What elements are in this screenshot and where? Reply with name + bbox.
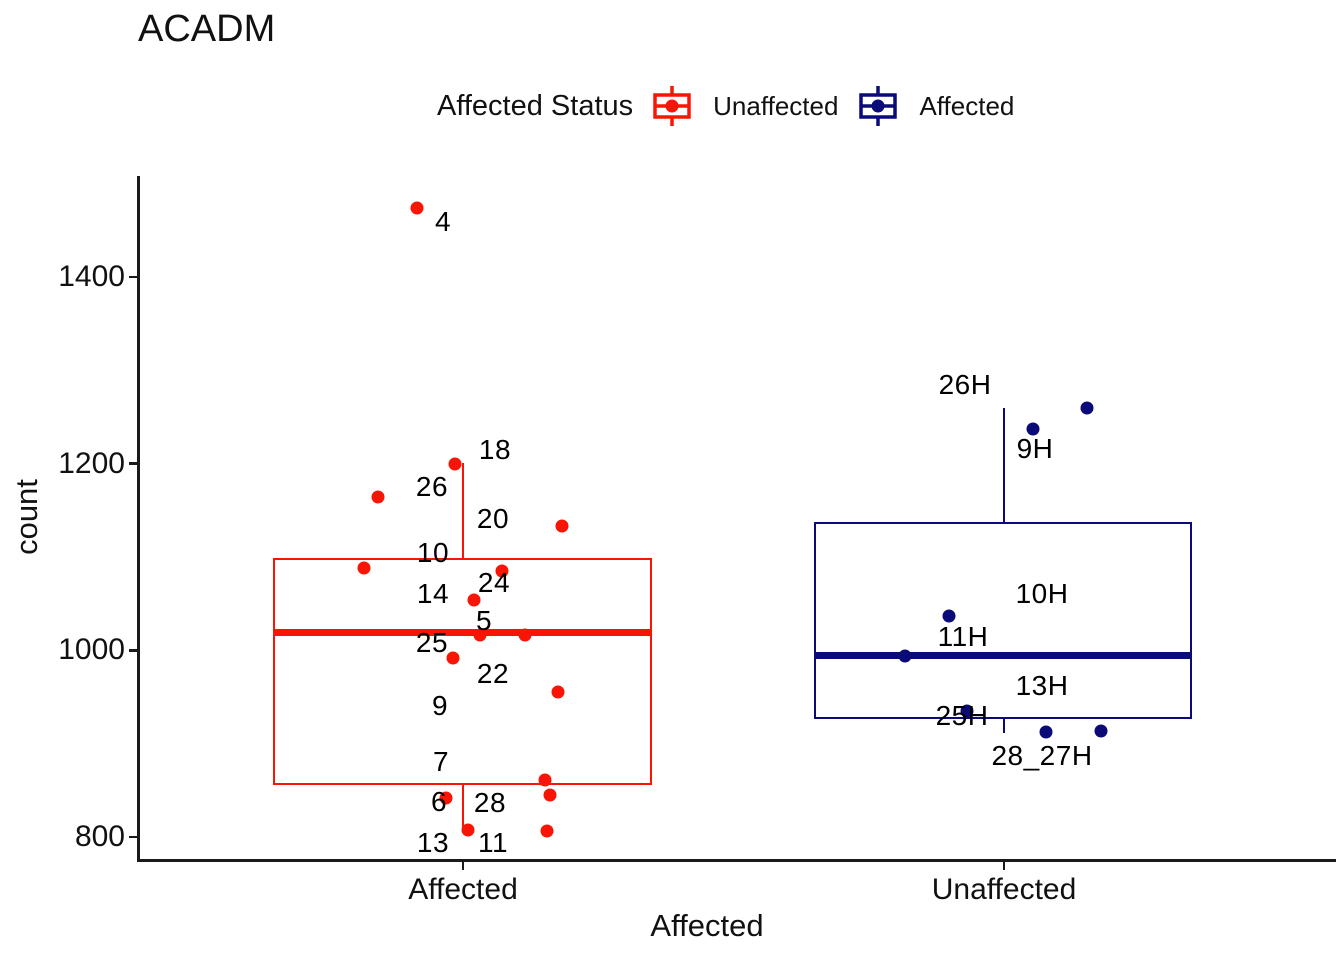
upper-whisker [461,462,465,558]
median-line [273,629,652,637]
y-tick-label: 1200 [58,446,125,480]
data-point [942,609,956,623]
y-axis-line [137,176,140,860]
point-label: 7 [432,746,450,777]
box [273,557,652,785]
lower-whisker [1002,719,1006,734]
y-tick-label: 1400 [58,259,125,293]
point-label: 25 [415,627,449,658]
data-point [1039,725,1053,739]
y-tick [129,649,137,652]
data-point [1094,724,1108,738]
legend-item-label: Unaffected [713,90,839,121]
point-label: 4 [434,206,452,237]
data-point [473,628,487,642]
legend-item: Affected [858,83,1014,129]
point-label: 10H [1015,578,1069,609]
data-point [540,824,554,838]
boxplot-key-icon [653,86,691,126]
y-tick [129,275,137,279]
data-point [551,685,565,699]
data-point [448,457,462,471]
box [814,522,1192,720]
legend-items: Unaffected Affected [652,83,1014,129]
x-tick [461,861,465,870]
point-label: 14 [416,578,450,609]
point-label: 11 [477,827,509,858]
legend: Affected Status Unaffected Affected [437,83,1014,129]
data-point [543,788,557,802]
point-label: 26H [938,369,992,400]
x-category-label: Unaffected [931,873,1077,906]
boxplot-key-icon [859,86,898,126]
data-point [371,490,385,504]
data-point [495,564,509,578]
y-tick [129,462,137,465]
point-label: 20 [476,503,510,534]
data-point [410,201,424,215]
point-label: 28 [473,787,507,818]
x-axis-title: Affected [650,908,764,943]
page-title: ACADM [138,8,276,50]
x-category-label: Affected [408,873,518,906]
median-line [814,652,1192,660]
data-point [538,773,552,787]
point-label: 13H [1015,670,1069,701]
point-label: 5 [475,605,493,636]
data-point [898,649,912,663]
data-point [960,704,974,718]
upper-whisker [1002,407,1006,523]
y-tick-label: 1000 [58,633,125,667]
lower-whisker [461,784,465,828]
point-label: 18 [478,434,512,465]
point-label: 13 [416,827,450,858]
data-point [467,593,481,607]
point-label: 28_27H [991,740,1093,771]
data-point [518,628,532,642]
legend-item-label: Affected [919,90,1015,121]
point-label: 6 [430,786,448,817]
point-label: 24 [477,567,511,598]
point-label: 9 [431,690,449,721]
legend-title: Affected Status [437,89,634,122]
point-label: 26 [415,471,449,502]
point-label: 25H [935,700,989,731]
data-point [357,561,371,575]
legend-item: Unaffected [652,83,838,129]
point-label: 11H [937,621,989,652]
data-point [1026,422,1040,436]
data-point [1080,401,1094,415]
data-point [439,791,453,805]
point-label: 10 [416,537,450,568]
y-tick [129,835,137,839]
data-point [446,651,460,665]
y-tick-label: 800 [74,820,125,853]
point-label: 22 [476,658,510,689]
data-point [461,823,475,837]
point-label: 9H [1016,433,1054,464]
x-axis-line [137,859,1336,862]
x-tick [1002,861,1006,870]
data-point [555,519,569,533]
